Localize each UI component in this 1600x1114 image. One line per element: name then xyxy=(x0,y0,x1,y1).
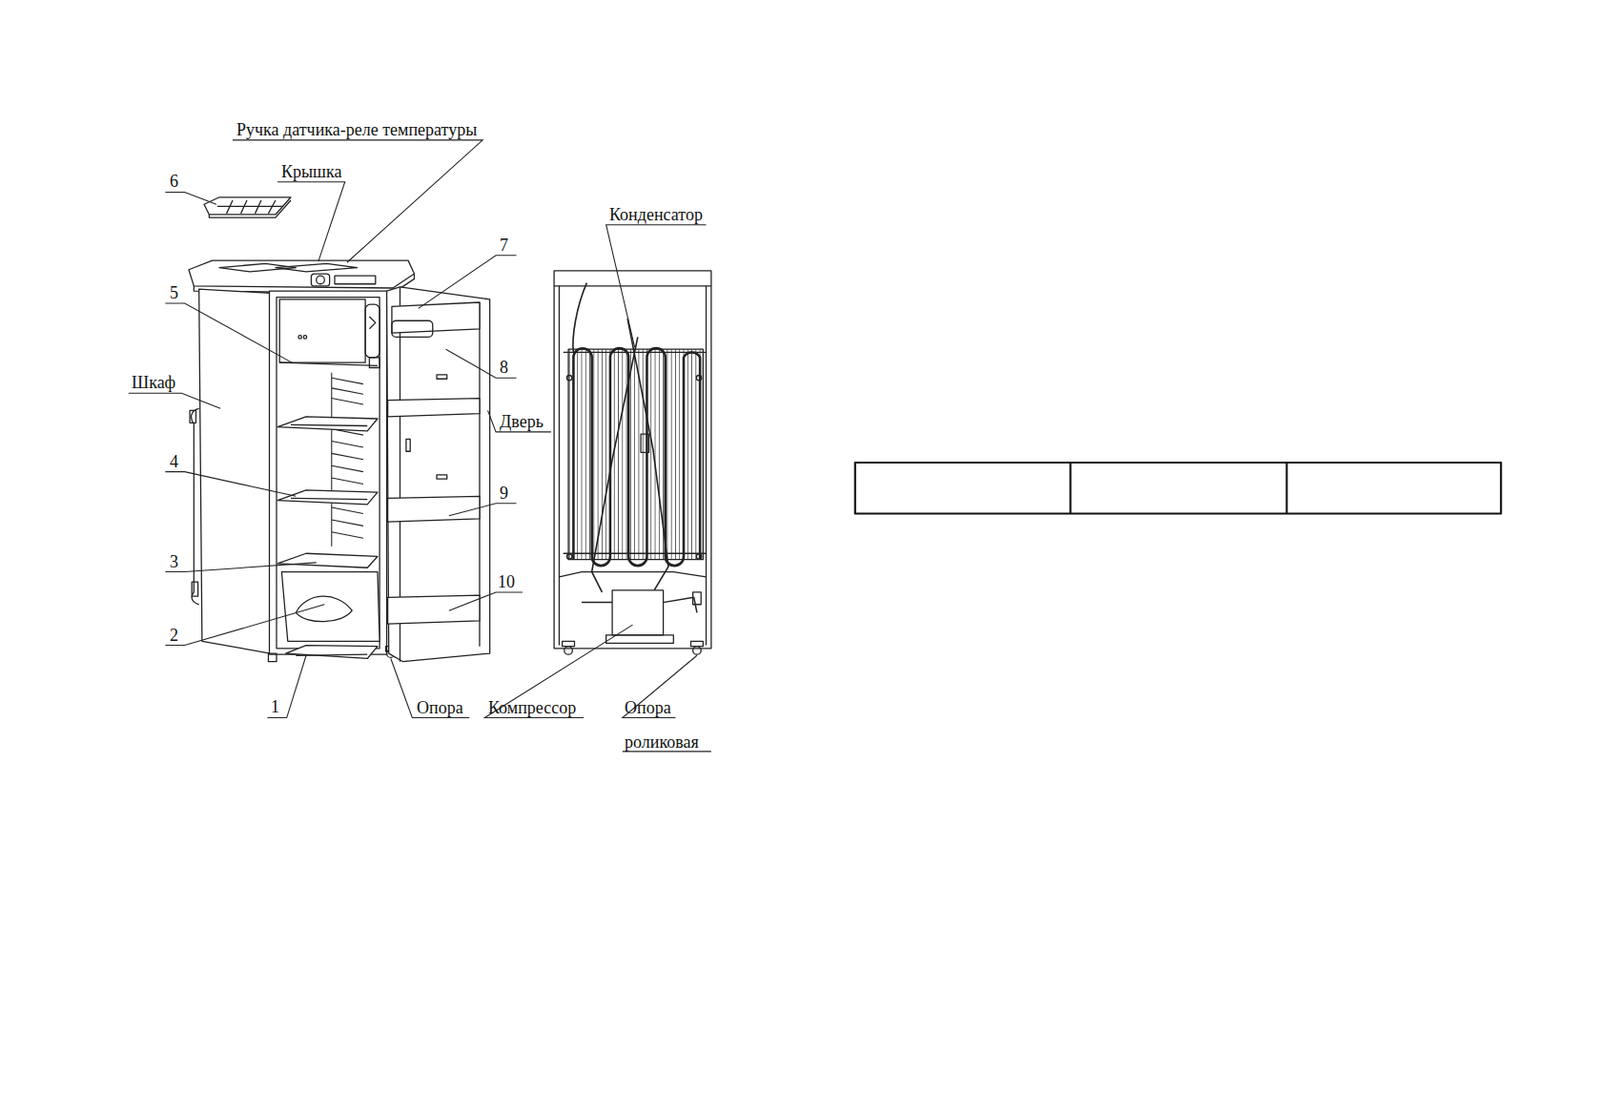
callout-number: 8 xyxy=(499,356,509,378)
callout-number: 6 xyxy=(169,170,179,192)
cabinet-label: Шкаф xyxy=(131,371,176,393)
door-label: Дверь xyxy=(499,410,544,432)
control-knob-label: Ручка датчика-реле температуры xyxy=(236,119,477,141)
compressor-label: Компрессор xyxy=(488,697,576,718)
callout-number: 5 xyxy=(169,282,179,304)
callout-number: 7 xyxy=(499,234,509,256)
callout-number: 1 xyxy=(270,696,280,718)
callout-number: 10 xyxy=(497,571,515,593)
callout-number: 3 xyxy=(169,551,179,573)
lid-label: Крышка xyxy=(281,161,342,183)
callout-number: 4 xyxy=(169,451,179,472)
support-label: Опора xyxy=(416,697,464,718)
condenser-label: Конденсатор xyxy=(609,204,703,226)
callout-number: 9 xyxy=(499,482,509,504)
roller-support-label: Опора роликовая xyxy=(624,690,716,759)
callout-number: 2 xyxy=(169,624,179,646)
